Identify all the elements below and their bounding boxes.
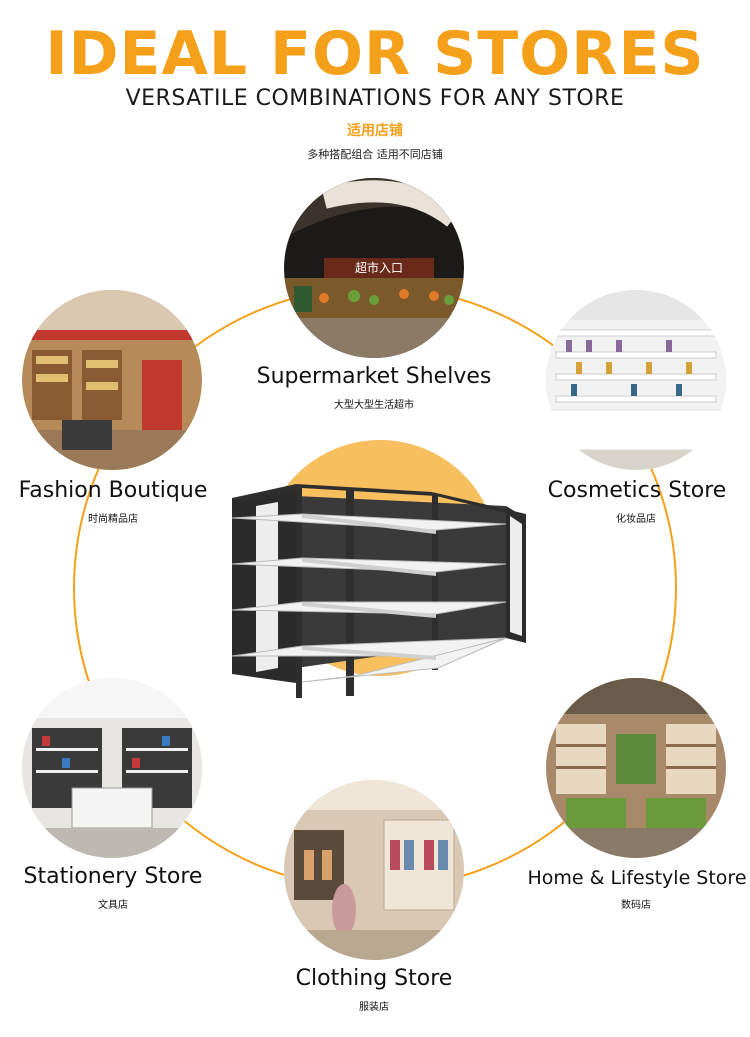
supermarket-photo: 超市入口 xyxy=(284,178,464,358)
store-label-home-lifestyle: Home & Lifestyle Store xyxy=(527,867,747,889)
store-label-cosmetics: Cosmetics Store xyxy=(547,478,727,503)
page-title: IDEAL FOR STORES xyxy=(45,19,705,89)
home-lifestyle-photo xyxy=(546,678,726,858)
page-subtitle: VERSATILE COMBINATIONS FOR ANY STORE xyxy=(125,86,625,111)
store-label-supermarket: Supermarket Shelves xyxy=(256,364,492,389)
store-cn-stationery: 文具店 xyxy=(98,900,128,911)
stationery-store-photo xyxy=(22,678,202,858)
clothing-store-photo xyxy=(284,780,464,960)
cn-title: 适用店铺 xyxy=(347,123,403,139)
store-cn-home-lifestyle: 数码店 xyxy=(621,900,651,911)
store-label-fashion: Fashion Boutique xyxy=(18,478,208,503)
supermarket-sign: 超市入口 xyxy=(355,260,403,275)
cn-subtitle: 多种搭配组合 适用不同店铺 xyxy=(307,148,443,161)
shelf-product-image xyxy=(231,484,526,698)
store-label-clothing: Clothing Store xyxy=(295,966,453,991)
fashion-boutique-photo xyxy=(22,290,202,470)
store-cn-supermarket: 大型大型生活超市 xyxy=(334,400,414,411)
store-cn-clothing: 服装店 xyxy=(359,1002,389,1013)
cosmetics-store-photo xyxy=(546,290,726,470)
store-cn-cosmetics: 化妆品店 xyxy=(616,514,656,525)
store-label-stationery: Stationery Store xyxy=(23,864,203,889)
store-cn-fashion: 时尚精品店 xyxy=(88,514,138,525)
